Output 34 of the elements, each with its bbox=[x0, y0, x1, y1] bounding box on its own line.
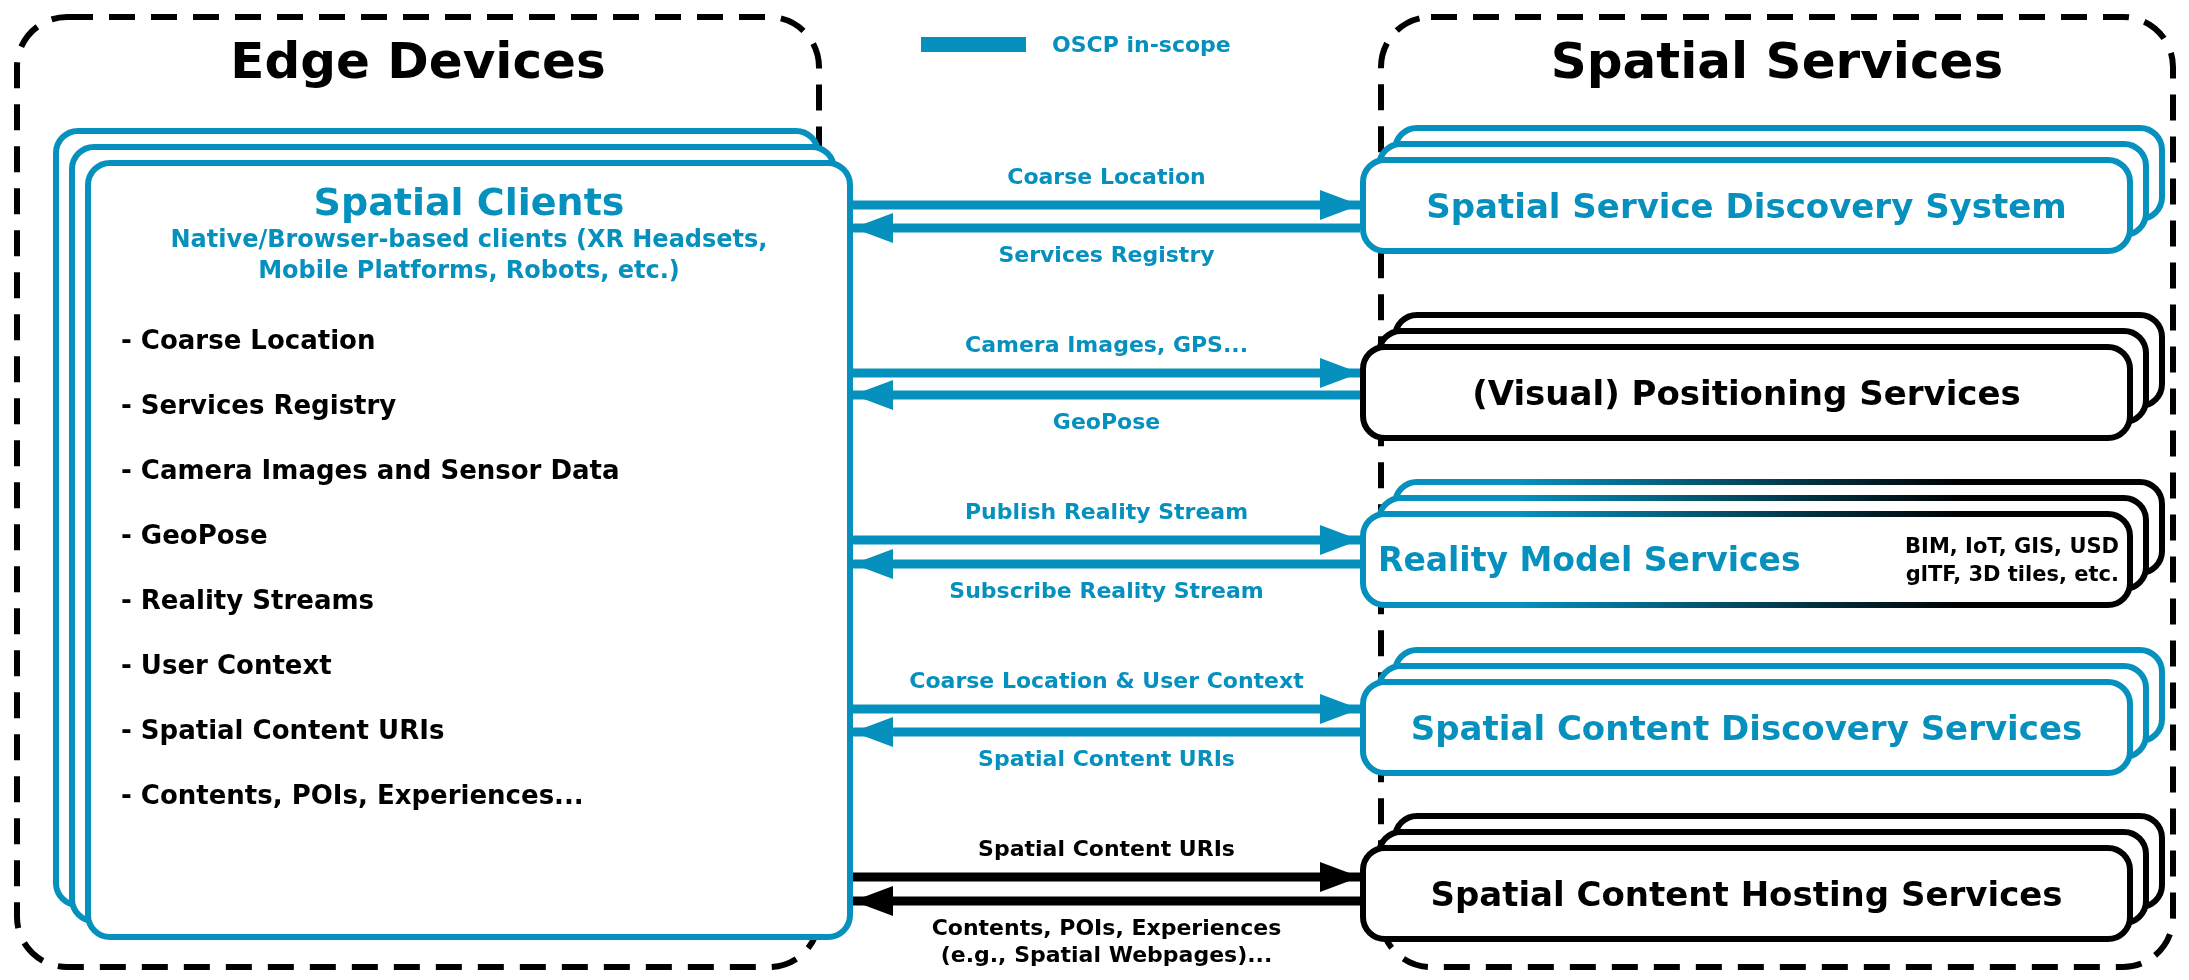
arrow bbox=[853, 190, 1360, 220]
tag-list: BIM, IoT, GIS, USD glTF, 3D tiles, etc. bbox=[1849, 531, 2119, 588]
box-subtitle: Native/Browser-based clients (XR Headsets, Mobile Platforms, Robots, etc.) bbox=[169, 224, 769, 286]
list-item: - Spatial Content URIs bbox=[121, 714, 445, 747]
box-title: Spatial Service Discovery System bbox=[1426, 185, 2067, 226]
list-item: - Coarse Location bbox=[121, 324, 376, 357]
arrow bbox=[853, 380, 1360, 410]
box-title: Spatial Content Discovery Services bbox=[1410, 707, 2083, 748]
arrow bbox=[853, 525, 1360, 555]
arrow bbox=[853, 213, 1360, 243]
stacked-box bbox=[1360, 647, 2165, 776]
box-title: Spatial Content Hosting Services bbox=[1430, 873, 2063, 914]
list-item: - GeoPose bbox=[121, 519, 268, 552]
list-item: - Services Registry bbox=[121, 389, 397, 422]
arrow bbox=[853, 549, 1360, 579]
stacked-box bbox=[1360, 479, 2165, 608]
stacked-box bbox=[1360, 125, 2165, 254]
list-item: - Camera Images and Sensor Data bbox=[121, 454, 620, 487]
stacked-box bbox=[1360, 312, 2165, 441]
arrow bbox=[853, 717, 1360, 747]
arrow bbox=[853, 862, 1360, 892]
group-title: Edge Devices bbox=[230, 32, 606, 90]
arrow bbox=[853, 886, 1360, 916]
box-title: (Visual) Positioning Services bbox=[1472, 372, 2021, 413]
arrow bbox=[853, 694, 1360, 724]
list-item: - User Context bbox=[121, 649, 332, 682]
stacked-box bbox=[1360, 813, 2165, 942]
arrow bbox=[853, 358, 1360, 388]
stacked-box bbox=[53, 128, 853, 940]
box-title: Spatial Clients bbox=[313, 182, 625, 222]
legend-label: OSCP in-scope bbox=[1052, 32, 1231, 57]
group-title: Spatial Services bbox=[1550, 32, 2004, 90]
list-item: - Contents, POIs, Experiences... bbox=[121, 779, 584, 812]
list-item: - Reality Streams bbox=[121, 584, 375, 617]
